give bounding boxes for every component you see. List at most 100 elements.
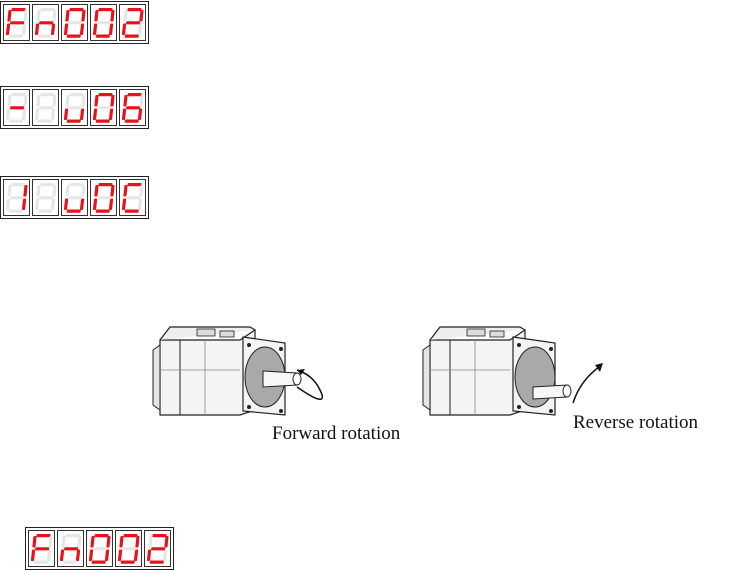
segment-a bbox=[65, 534, 79, 537]
segment-g bbox=[93, 547, 107, 550]
motor-body bbox=[423, 327, 525, 415]
segment-g bbox=[10, 196, 24, 199]
segment-d bbox=[67, 120, 81, 123]
segment-c bbox=[138, 109, 142, 121]
digit-cell bbox=[90, 4, 117, 41]
segment-f bbox=[32, 536, 36, 548]
segment-f bbox=[123, 185, 127, 197]
digit-cell bbox=[32, 4, 59, 41]
segment-f bbox=[61, 536, 65, 548]
segment-e bbox=[64, 199, 68, 211]
segment-e bbox=[93, 199, 97, 211]
segment-c bbox=[47, 550, 51, 562]
segment-b bbox=[110, 10, 114, 22]
segment-b bbox=[52, 10, 56, 22]
segment-e bbox=[31, 550, 35, 562]
segment-a bbox=[40, 93, 54, 96]
segment-b bbox=[110, 95, 114, 107]
segment-f bbox=[119, 536, 123, 548]
segment-d bbox=[67, 210, 81, 213]
segment-d bbox=[125, 210, 139, 213]
segment-c bbox=[51, 199, 55, 211]
segment-f bbox=[94, 10, 98, 22]
digit-cell bbox=[86, 530, 113, 567]
digit-cell bbox=[90, 179, 117, 216]
segment-c bbox=[80, 109, 84, 121]
segment-d bbox=[38, 210, 52, 213]
segment-d bbox=[96, 120, 110, 123]
reverse-rotation-arrow-icon bbox=[573, 363, 603, 403]
segment-a bbox=[11, 183, 25, 186]
segment-g bbox=[97, 106, 111, 109]
segment-a bbox=[127, 8, 141, 11]
segment-d bbox=[38, 35, 52, 38]
segment-d bbox=[125, 120, 139, 123]
segment-d bbox=[38, 120, 52, 123]
segment-a bbox=[127, 183, 141, 186]
segment-g bbox=[126, 21, 140, 24]
digit-cell bbox=[144, 530, 171, 567]
segment-a bbox=[40, 183, 54, 186]
segment-d bbox=[96, 210, 110, 213]
segment-a bbox=[69, 183, 83, 186]
segment-b bbox=[81, 185, 85, 197]
segment-f bbox=[7, 185, 11, 197]
motor-flange bbox=[513, 337, 555, 415]
segment-b bbox=[52, 185, 56, 197]
segment-c bbox=[138, 199, 142, 211]
segment-a bbox=[98, 8, 112, 11]
forward-rotation-arrow-icon bbox=[297, 369, 322, 399]
segment-g bbox=[39, 196, 53, 199]
segment-g bbox=[68, 196, 82, 199]
segment-d bbox=[150, 561, 164, 564]
segment-c bbox=[138, 24, 142, 36]
segment-d bbox=[67, 35, 81, 38]
segment-b bbox=[81, 10, 85, 22]
segment-c bbox=[51, 109, 55, 121]
segment-g bbox=[10, 21, 24, 24]
digit-cell bbox=[119, 179, 146, 216]
segment-b bbox=[139, 95, 143, 107]
segment-c bbox=[109, 24, 113, 36]
seven-segment-display-fn002-bottom bbox=[25, 527, 174, 570]
segment-b bbox=[139, 185, 143, 197]
segment-f bbox=[65, 185, 69, 197]
segment-c bbox=[22, 109, 26, 121]
segment-d bbox=[121, 561, 135, 564]
segment-f bbox=[65, 10, 69, 22]
segment-e bbox=[64, 109, 68, 121]
segment-g bbox=[68, 106, 82, 109]
digit-cell bbox=[32, 179, 59, 216]
motor-body bbox=[153, 327, 255, 415]
segment-a bbox=[94, 534, 108, 537]
digit-cell bbox=[119, 4, 146, 41]
seven-segment-display-status-2 bbox=[0, 176, 149, 219]
digit-cell bbox=[32, 89, 59, 126]
segment-g bbox=[126, 196, 140, 199]
segment-b bbox=[81, 95, 85, 107]
segment-f bbox=[123, 95, 127, 107]
segment-e bbox=[93, 109, 97, 121]
segment-c bbox=[80, 24, 84, 36]
segment-a bbox=[127, 93, 141, 96]
segment-c bbox=[51, 24, 55, 36]
segment-c bbox=[76, 550, 80, 562]
segment-a bbox=[11, 93, 25, 96]
segment-c bbox=[109, 199, 113, 211]
segment-e bbox=[93, 24, 97, 36]
digit-cell bbox=[61, 4, 88, 41]
segment-a bbox=[98, 93, 112, 96]
segment-c bbox=[134, 550, 138, 562]
segment-b bbox=[23, 185, 27, 197]
segment-c bbox=[22, 24, 26, 36]
digit-cell bbox=[28, 530, 55, 567]
segment-f bbox=[36, 185, 40, 197]
segment-g bbox=[97, 21, 111, 24]
segment-b bbox=[106, 536, 110, 548]
segment-f bbox=[94, 185, 98, 197]
segment-d bbox=[63, 561, 77, 564]
segment-g bbox=[39, 21, 53, 24]
segment-a bbox=[69, 8, 83, 11]
segment-e bbox=[122, 109, 126, 121]
segment-a bbox=[98, 183, 112, 186]
